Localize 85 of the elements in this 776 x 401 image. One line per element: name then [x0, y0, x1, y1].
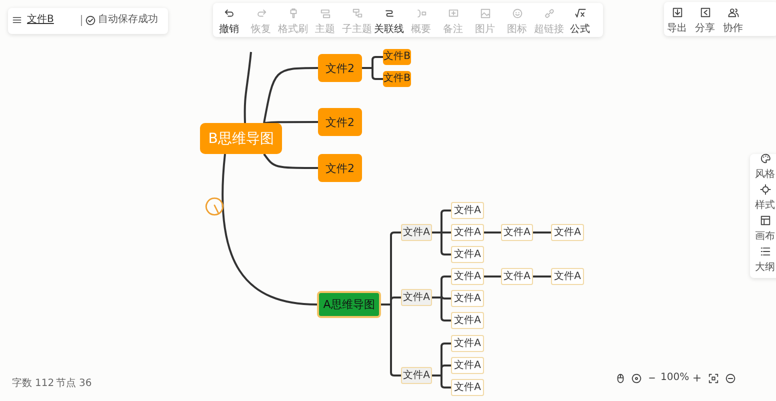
- toolbar-label: 图片: [475, 24, 495, 36]
- toolbar-label: 格式刷: [278, 24, 308, 36]
- subtopic-box: [451, 202, 484, 219]
- topic-label: 文件A: [403, 228, 430, 238]
- topic-label: 文件2: [326, 162, 354, 174]
- topic-label: 文件A: [454, 382, 481, 392]
- subtopic-box: [501, 268, 533, 285]
- topic-label: 文件2: [326, 62, 354, 74]
- toolbar-label: 关联线: [374, 24, 404, 36]
- toolbar-label: 画布: [755, 231, 775, 243]
- topic-label: B思维导图: [208, 132, 274, 146]
- topic-label: 文件A: [403, 370, 430, 380]
- topic-label: A思维导图: [323, 299, 375, 310]
- toolbar-label: 子主题: [342, 24, 372, 36]
- subtopic-box: [383, 71, 411, 87]
- topic-label: 文件A: [504, 228, 530, 238]
- topic-label: 文件2: [326, 116, 354, 128]
- subtopic-box: [501, 224, 533, 241]
- toolbar-label: 大纲: [755, 262, 775, 274]
- subtopic-box: [551, 224, 584, 241]
- subtopic-box: [451, 312, 484, 329]
- node-count-value: 36: [79, 378, 92, 390]
- topic-box: [318, 54, 362, 82]
- toolbar-label: 协作: [723, 23, 743, 35]
- toolbar-label: 导出: [667, 23, 687, 35]
- node-count-label: 节点: [56, 378, 76, 390]
- word-count-label: 字数: [12, 378, 32, 390]
- topic-label: 文件A: [454, 272, 481, 282]
- subtopic-box: [451, 335, 484, 352]
- toolbar-label: 主题: [315, 24, 335, 36]
- word-count-value: 112: [35, 378, 54, 390]
- connector-line: [432, 374, 451, 388]
- topic-label: 文件A: [504, 272, 530, 282]
- topic-label: 文件A: [454, 294, 481, 304]
- connector-line: [263, 67, 318, 124]
- topic-box: [401, 224, 432, 241]
- topic-label: 文件A: [454, 338, 481, 348]
- toolbar-label: 超链接: [534, 24, 564, 36]
- toolbar-label: 样式: [755, 200, 775, 212]
- subtopic-box: [451, 268, 484, 285]
- topic-label: 文件A: [403, 292, 430, 302]
- connector-line: [244, 52, 252, 124]
- subtopic-box: [451, 224, 484, 241]
- topic-label: 文件B: [384, 74, 410, 84]
- connector-line: [432, 296, 451, 322]
- connector-line: [222, 154, 318, 306]
- topic-box: [401, 289, 432, 306]
- toolbar-label: 风格: [755, 169, 775, 181]
- connector-line: [362, 67, 383, 80]
- subtopic-box: [383, 49, 411, 65]
- connector-line: [432, 232, 451, 256]
- topic-label: 文件B: [384, 52, 410, 62]
- toolbar-label: 公式: [570, 24, 590, 36]
- subtopic-box: [451, 379, 484, 396]
- central-topic-box: [200, 123, 282, 154]
- toolbar-label: 概要: [411, 24, 431, 36]
- topic-label: 文件A: [454, 360, 481, 370]
- topic-label: 文件A: [454, 206, 481, 216]
- topic-box: [318, 154, 362, 182]
- connector-line: [263, 153, 318, 169]
- subtopic-box: [451, 246, 484, 263]
- zoom-level-text: 100%: [660, 372, 690, 384]
- toolbar-label: 分享: [695, 23, 715, 35]
- connector-line: [533, 232, 551, 234]
- toolbar-label: 撤销: [219, 24, 239, 36]
- topic-label: 文件A: [454, 228, 481, 238]
- file-name-link: 文件B: [27, 14, 54, 26]
- subtopic-box: [451, 290, 484, 307]
- topic-box: [318, 108, 362, 136]
- connector-line: [264, 121, 318, 124]
- toolbar-label: 备注: [443, 24, 463, 36]
- toolbar-label: 图标: [507, 24, 527, 36]
- save-status-text: 自动保存成功: [98, 14, 158, 26]
- central-topic-box: [317, 291, 381, 318]
- subtopic-box: [551, 268, 584, 285]
- toolbar-label: 恢复: [251, 24, 271, 36]
- topic-label: 文件A: [454, 316, 481, 326]
- topic-label: 文件A: [454, 250, 481, 260]
- subtopic-box: [451, 357, 484, 374]
- topic-label: 文件A: [554, 272, 581, 282]
- topic-label: 文件A: [554, 228, 581, 238]
- connector-line: [484, 276, 501, 278]
- connector-line: [484, 232, 501, 234]
- topic-box: [401, 367, 432, 384]
- connector-line: [533, 276, 551, 278]
